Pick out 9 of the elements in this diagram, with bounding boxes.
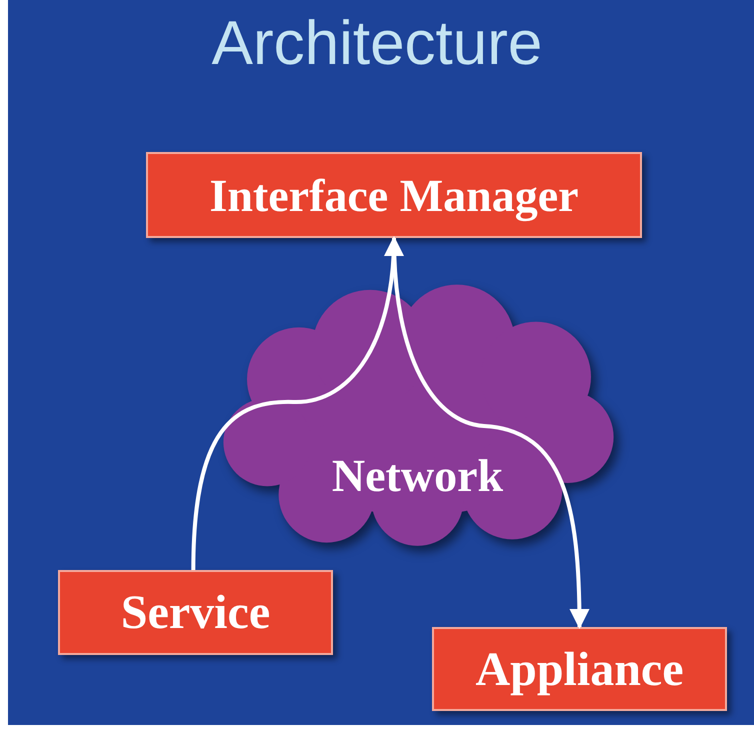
node-label: Appliance — [475, 642, 684, 696]
title: Architecture — [210, 8, 544, 79]
node-label: Interface Manager — [209, 168, 579, 222]
node-label: Network — [332, 448, 504, 502]
process-box — [432, 627, 727, 711]
process-box — [146, 152, 642, 238]
arrow — [191, 236, 404, 570]
node-label: Service — [120, 585, 270, 640]
process-box — [58, 570, 333, 655]
